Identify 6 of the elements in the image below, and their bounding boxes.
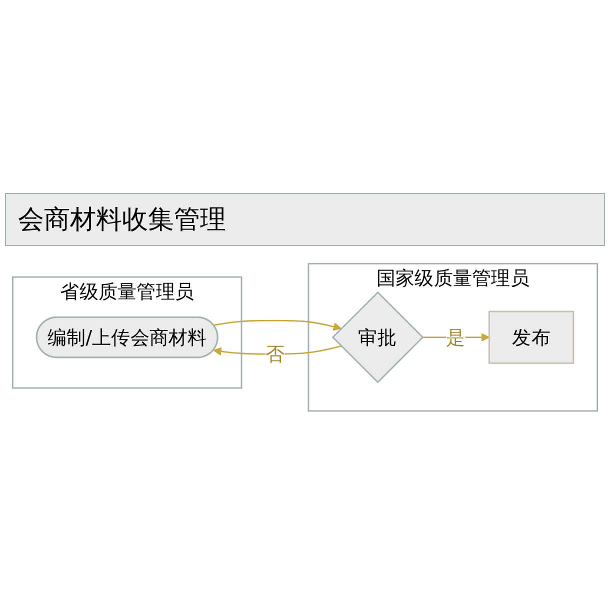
diagram-title: 会商材料收集管理 (5, 193, 605, 246)
node-diamond: 审批 (332, 292, 424, 384)
arrow (214, 320, 342, 331)
node-box: 发布 (488, 310, 574, 364)
edge-label: 否 (265, 342, 285, 366)
edge-label: 是 (446, 326, 466, 349)
